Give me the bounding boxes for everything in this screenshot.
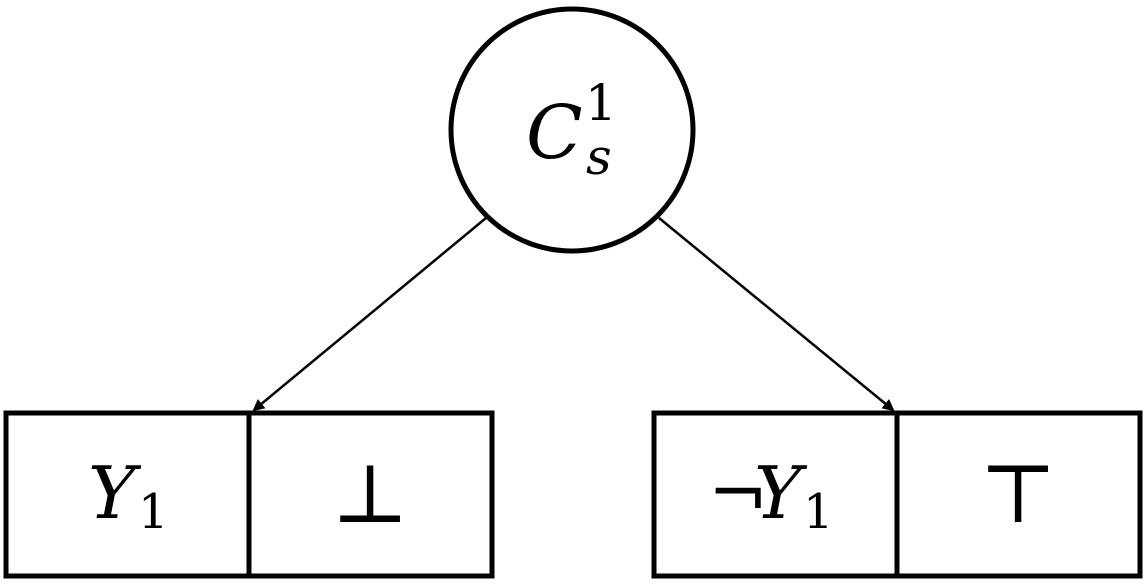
edge-left [252,217,487,412]
edge-right [658,217,895,412]
left-child-cell-value [246,410,495,579]
left-child-variable-symbol: Y [88,451,142,535]
root-symbol: C [526,90,583,176]
left-child-value: ⊥ [331,447,408,542]
right-child-variable-subscript: 1 [803,484,834,540]
right-child-variable-prefix: ¬ [708,451,768,535]
right-child-node: ¬ Y 1 ⊤ [651,410,1143,579]
right-child-variable-symbol: Y [754,451,808,535]
root-superscript: 1 [585,74,617,132]
left-child-variable-subscript: 1 [138,484,169,540]
root-node: C 1 s [448,6,696,254]
right-child-cell-value [894,410,1143,579]
right-child-value: ⊤ [979,447,1056,542]
left-child-cell-variable [3,410,252,579]
left-child-node: Y 1 ⊥ [3,410,495,579]
root-subscript: s [586,128,612,186]
right-child-cell-variable [651,410,900,579]
